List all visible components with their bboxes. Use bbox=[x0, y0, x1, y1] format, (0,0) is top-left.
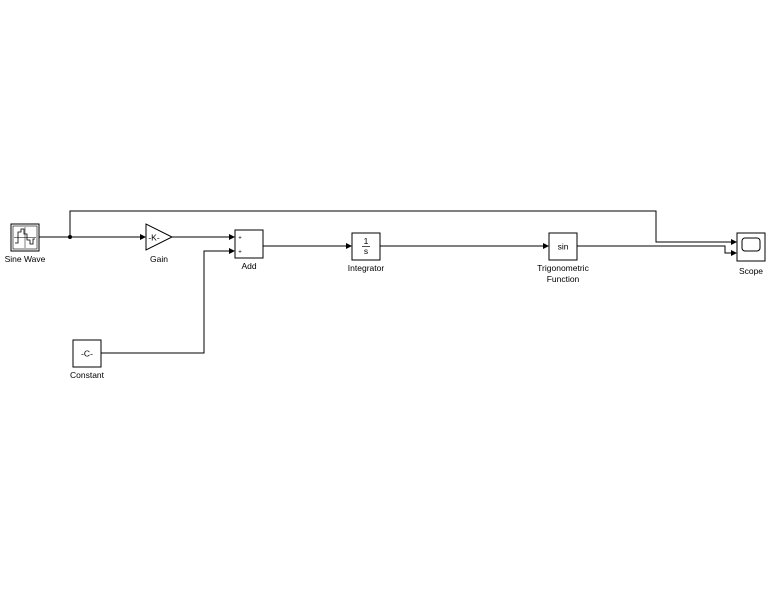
gain-label: Gain bbox=[150, 254, 168, 264]
signal-line-integrator-to-trig[interactable] bbox=[380, 243, 549, 249]
trig-function-label-line2: Function bbox=[547, 274, 580, 284]
signal-line-trig-to-scope[interactable] bbox=[577, 245, 737, 256]
sine-wave-label: Sine Wave bbox=[5, 254, 46, 264]
signal-line-gain-to-add[interactable] bbox=[172, 234, 235, 240]
integrator-block[interactable]: 1 s bbox=[351, 232, 381, 261]
gain-value-text: -K- bbox=[148, 233, 160, 243]
signal-line-constant-to-add[interactable] bbox=[101, 248, 235, 354]
integrator-numerator: 1 bbox=[364, 236, 369, 246]
signal-line-add-to-integrator[interactable] bbox=[263, 243, 352, 249]
scope-label: Scope bbox=[739, 266, 763, 276]
trig-function-block[interactable]: sin bbox=[548, 232, 578, 261]
constant-block[interactable]: -C- bbox=[72, 339, 102, 368]
constant-value-text: -C- bbox=[81, 349, 93, 359]
trig-function-text: sin bbox=[558, 242, 569, 252]
scope-screen-icon bbox=[741, 237, 761, 252]
gain-block[interactable]: -K- bbox=[145, 223, 174, 251]
trig-function-label-line1: Trigonometric bbox=[537, 263, 589, 273]
integrator-denominator: s bbox=[364, 246, 368, 256]
signal-line-sine-to-scope[interactable] bbox=[69, 210, 737, 245]
signal-line-sine-to-gain[interactable] bbox=[39, 234, 146, 240]
add-block[interactable]: + + bbox=[234, 229, 264, 259]
constant-label: Constant bbox=[70, 370, 105, 380]
add-sign-2: + bbox=[238, 250, 242, 256]
add-label: Add bbox=[241, 261, 256, 271]
add-sign-1: + bbox=[238, 236, 242, 242]
scope-block[interactable] bbox=[736, 232, 766, 262]
sine-wave-block[interactable] bbox=[10, 223, 40, 252]
sine-wave-icon bbox=[14, 227, 36, 248]
integrator-label: Integrator bbox=[348, 263, 385, 273]
